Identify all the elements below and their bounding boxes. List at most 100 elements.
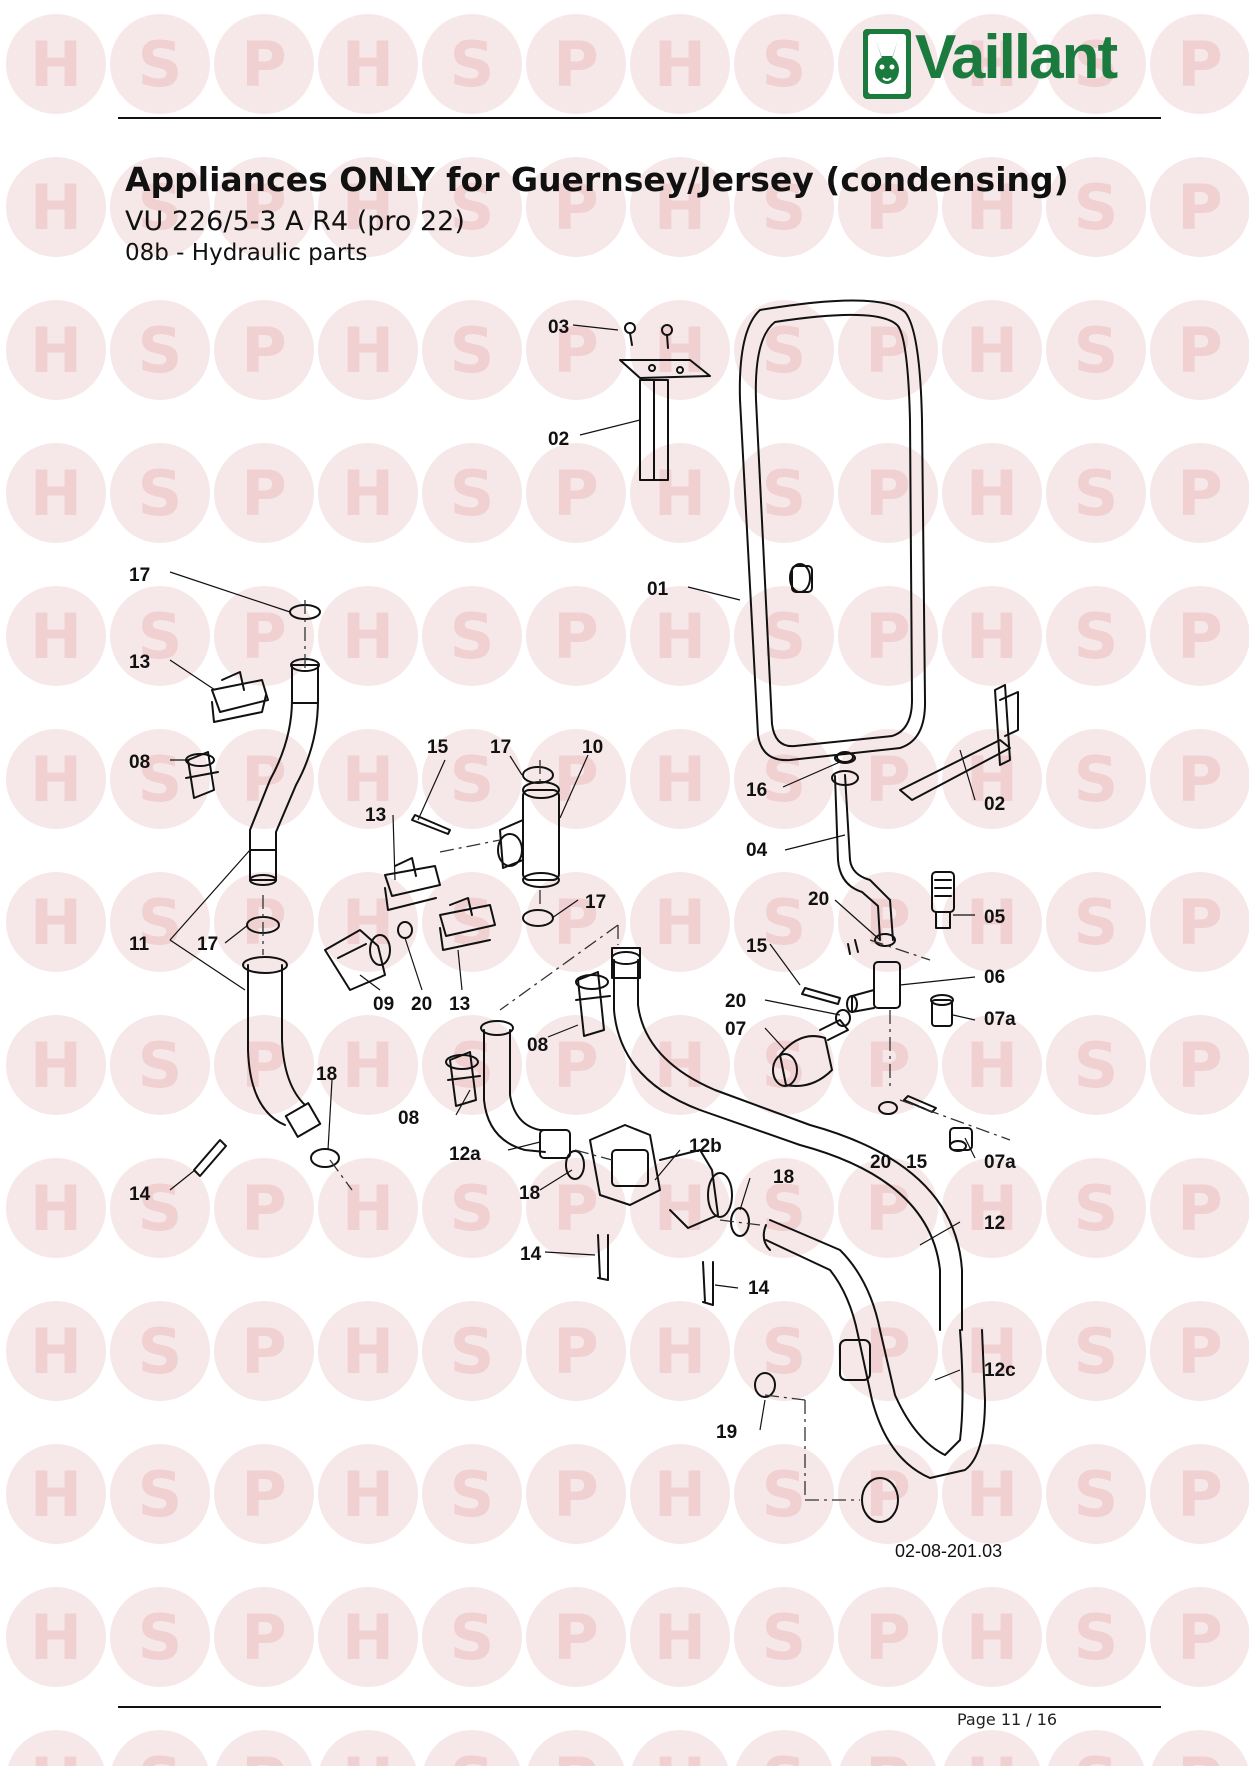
fill-valve-part (931, 871, 955, 929)
watermark-circle (1150, 1158, 1249, 1258)
watermark-circle (422, 443, 522, 543)
callout-14-left: 14 (129, 1184, 151, 1205)
watermark-circle (110, 586, 210, 686)
callout-17-top: 17 (129, 565, 150, 586)
watermark-circle (6, 729, 106, 829)
watermark-letter: H (342, 1601, 394, 1674)
watermark-circle (734, 1015, 834, 1115)
watermark-circle (112, 1730, 208, 1766)
watermark-circle (422, 1587, 522, 1687)
watermark-circle (214, 1444, 314, 1544)
brand-logo-text: Vaillant (915, 23, 1118, 92)
watermark-letter: S (450, 314, 495, 387)
watermark-letter: P (241, 457, 286, 530)
watermark-letter: P (241, 314, 286, 387)
callout-12c: 12c (984, 1360, 1016, 1381)
watermark-letter: S (138, 600, 183, 673)
watermark-circle (1046, 872, 1146, 972)
watermark-circle (318, 14, 418, 114)
watermark-circle (1150, 300, 1249, 400)
watermark-circle (942, 1301, 1042, 1401)
watermark-circle (214, 14, 314, 114)
watermark-letter: P (1177, 314, 1222, 387)
watermark-letter: S (450, 743, 495, 816)
watermark-circle (838, 586, 938, 686)
valve-12b-part (589, 1124, 733, 1229)
watermark-circle (734, 1444, 834, 1544)
watermark-letter: S (1074, 1315, 1119, 1388)
watermark-circle (110, 443, 210, 543)
watermark-circle (318, 586, 418, 686)
plug-07a-upper-part (930, 994, 954, 1027)
watermark-circle (1150, 443, 1249, 543)
watermark-letter: P (241, 1172, 286, 1245)
watermark-circle (630, 1587, 730, 1687)
watermark-letter: H (966, 1172, 1018, 1245)
watermark-circle (1150, 157, 1249, 257)
watermark-circle (214, 1158, 314, 1258)
watermark-letter: S (138, 1315, 183, 1388)
watermark-circle (1046, 1301, 1146, 1401)
watermark-circle (630, 14, 730, 114)
pipe-12a-part (480, 1020, 571, 1159)
watermark-letter: P (553, 314, 598, 387)
watermark-circle (318, 729, 418, 829)
watermark-circle (1150, 1301, 1249, 1401)
watermark-letter: H (342, 171, 394, 244)
watermark-letter: H (30, 28, 82, 101)
watermark-letter: H (342, 600, 394, 673)
clip-13-lower-part (439, 897, 496, 951)
watermark-letter: S (138, 743, 183, 816)
watermark-circle (1046, 157, 1146, 257)
watermark-circle (734, 300, 834, 400)
o-ring-17-mid-part (522, 766, 554, 784)
watermark-circle (6, 1444, 106, 1544)
watermark-letter: S (138, 457, 183, 530)
watermark-letter: P (553, 171, 598, 244)
watermark-circle (630, 300, 730, 400)
watermark-circle (632, 1730, 728, 1766)
clip-14-left-part (193, 1139, 227, 1177)
callout-08-low: 08 (398, 1108, 419, 1129)
watermark-circle (110, 872, 210, 972)
watermark-circle (6, 1015, 106, 1115)
vaillant-hare-logo-icon (863, 29, 911, 99)
page-title: Appliances ONLY for Guernsey/Jersey (con… (125, 160, 1069, 199)
watermark-circle (318, 300, 418, 400)
watermark-circle (838, 1301, 938, 1401)
watermark-circle (1046, 1015, 1146, 1115)
watermark-letter: H (966, 1458, 1018, 1531)
callout-05: 05 (984, 907, 1006, 928)
watermark-letter: H (966, 1601, 1018, 1674)
watermark-circle (6, 872, 106, 972)
watermark-letter: S (138, 1601, 183, 1674)
watermark-letter: S (762, 1029, 807, 1102)
watermark-letter: S (762, 1458, 807, 1531)
o-ring-20-left-part (397, 921, 413, 939)
watermark-circle (1046, 1587, 1146, 1687)
watermark-circle (1046, 443, 1146, 543)
watermark-circle (734, 872, 834, 972)
watermark-letter: H (342, 314, 394, 387)
watermark-circle (6, 14, 106, 114)
callout-14-mid: 14 (520, 1244, 542, 1265)
watermark-letter: S (1074, 1744, 1119, 1766)
pin-15-low-part (903, 1095, 937, 1113)
callout-02-upper: 02 (548, 429, 569, 450)
watermark-letter: H (966, 171, 1018, 244)
watermark-letter: P (1177, 886, 1222, 959)
watermark-circle (838, 443, 938, 543)
callout-14-right: 14 (748, 1278, 770, 1299)
watermark-letter: S (762, 1601, 807, 1674)
watermark-circle (944, 1730, 1040, 1766)
watermark-letter: P (553, 1601, 598, 1674)
page-number: Page 11 / 16 (957, 1710, 1058, 1729)
watermark-letter: P (241, 1315, 286, 1388)
header-rule (118, 117, 1161, 119)
watermark-circle (630, 1015, 730, 1115)
pipe-12-part (611, 947, 963, 1331)
watermark-circle (320, 1730, 416, 1766)
callout-15-left: 15 (427, 737, 449, 758)
pin-15-mid-part (801, 987, 841, 1005)
watermark-letter: H (654, 1029, 706, 1102)
